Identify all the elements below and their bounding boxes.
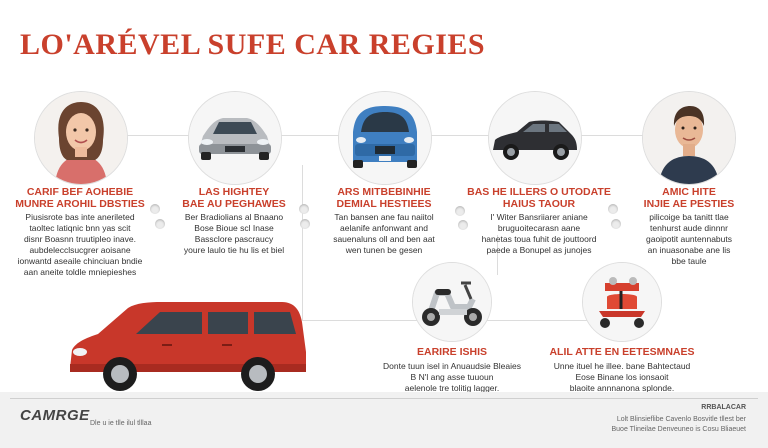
heading-line: AMIC HITE	[662, 186, 716, 198]
footer-divider	[10, 398, 758, 399]
man-portrait-circle	[642, 91, 736, 185]
red-minivan-image	[62, 294, 312, 394]
page-title: LO'ARÉVEL SUFE CAR REGIES	[20, 28, 486, 61]
description-line: an inuasonabe ane lis	[647, 245, 731, 255]
man-portrait-icon	[643, 92, 735, 184]
connector-dot	[611, 219, 621, 229]
description-line: Eose Binane los ionsaoit	[575, 372, 669, 382]
heading-line: ARS MITBEBINHIE	[337, 186, 431, 198]
connector-dot	[155, 219, 165, 229]
description-line: I' Witer Bansriiarer aniane	[490, 212, 588, 222]
description-line: Piusisrote bas inte anerileted	[25, 212, 135, 222]
red-minivan-icon	[70, 302, 306, 391]
description-line: aelenole tre tolitig lagger.	[404, 383, 500, 393]
connector-line-vertical-left	[302, 165, 303, 320]
heading-line: INJIE AE PESTIES	[643, 198, 735, 210]
heading-line: DEMIAL HESTIEES	[336, 198, 432, 210]
description-line: Bose Bioue scl Inase	[194, 223, 274, 233]
description-line: hanetas toua fuhit de jouttoord	[481, 234, 597, 244]
description-line: Tan bansen ane fau naiitol	[334, 212, 434, 222]
child-seat-icon	[583, 263, 661, 341]
connector-dot	[608, 204, 618, 214]
description-line: aan aneite toldle mniepieshes	[23, 267, 137, 277]
description-line: Ber Bradiolians al Bnaano	[184, 212, 284, 222]
heading-line: ALIL ATTE EN EETESMNAES	[549, 346, 695, 358]
description-line: taoltec latiqnic bnn yas scit	[29, 223, 131, 233]
scooter-icon	[413, 263, 491, 341]
description-line: bruguoitecarasn aane	[497, 223, 581, 233]
heading-line: MUNRE AROHIL DBSTIES	[15, 198, 145, 210]
footer-logo: CAMRGE	[20, 407, 90, 424]
footer-right-line2: Buoe Tlineilae Denveuneo is Cosu Bliaeue…	[611, 426, 746, 433]
footer-right-heading: RRBALACAR	[701, 404, 746, 411]
description-line: paede a Bonupel as junojes	[486, 245, 592, 255]
footer-right-line1: Lolt Blinsieflibe Cavenlo Bosvitle tlles…	[616, 416, 746, 423]
description-line: sauenaluns oll and ben aat	[333, 234, 435, 244]
heading-line: LAS HIGHTEY	[198, 186, 270, 198]
description-line: gaoipotit auntennabuts	[645, 234, 733, 244]
child-seat-circle	[582, 262, 662, 342]
description-line: tenhurst aude dinnnr	[650, 223, 728, 233]
item-heading: EARIRE ISHIS	[370, 346, 534, 358]
description-line: youre laulo tie hu lis et biel	[183, 245, 285, 255]
connector-dot	[455, 206, 465, 216]
heading-line: EARIRE ISHIS	[416, 346, 487, 358]
description-line: pilicoige ba tanitt tlae	[649, 212, 729, 222]
scooter-circle	[412, 262, 492, 342]
description-line: aelanife anfonwant and	[340, 223, 428, 233]
description-line: Unne ituel he illee. bane Bahtectaud	[553, 361, 691, 371]
description-line: Donte tuun isel in Anuaudsie Bleaies	[383, 361, 521, 371]
connector-dot	[300, 219, 310, 229]
dark-hatchback-circle	[488, 91, 582, 185]
connector-dot	[150, 204, 160, 214]
description-line: ionwantd aseaile chinciuan bndie	[17, 256, 143, 266]
heading-line: CARIF BEF AOHEBIE	[26, 186, 134, 198]
heading-line: HAIUS TAOUR	[502, 198, 576, 210]
footer-band	[0, 392, 768, 448]
heading-line: BAS HE ILLERS O UTODATE	[467, 186, 611, 198]
description-line: aubdelecclsucgrer aoisane	[29, 245, 131, 255]
blue-minivan-icon	[339, 92, 431, 184]
description-line: disnr Boasnn truutipleo inave.	[24, 234, 136, 244]
woman-portrait-icon	[35, 92, 127, 184]
blue-minivan-circle	[338, 91, 432, 185]
connector-dot	[299, 204, 309, 214]
connector-line-vertical-right	[497, 235, 498, 275]
woman-portrait-circle	[34, 91, 128, 185]
heading-line: BAE AU PEGHAWES	[182, 198, 286, 210]
description-line: blaoite annnanona splonde.	[569, 383, 675, 393]
description-line: B N'l ang asse tuuoun	[410, 372, 494, 382]
item-heading: ALIL ATTE EN EETESMNAES	[540, 346, 704, 358]
footer-left-text: Dle u ie tlle ilul tlllaa	[90, 420, 152, 427]
connector-dot	[458, 220, 468, 230]
silver-sedan-icon	[189, 92, 281, 184]
silver-sedan-circle	[188, 91, 282, 185]
description-line: wen tunen be gesen	[345, 245, 423, 255]
description-line: bbe taule	[671, 256, 707, 266]
dark-hatchback-icon	[489, 92, 581, 184]
description-line: Bassclore pascraucy	[194, 234, 274, 244]
